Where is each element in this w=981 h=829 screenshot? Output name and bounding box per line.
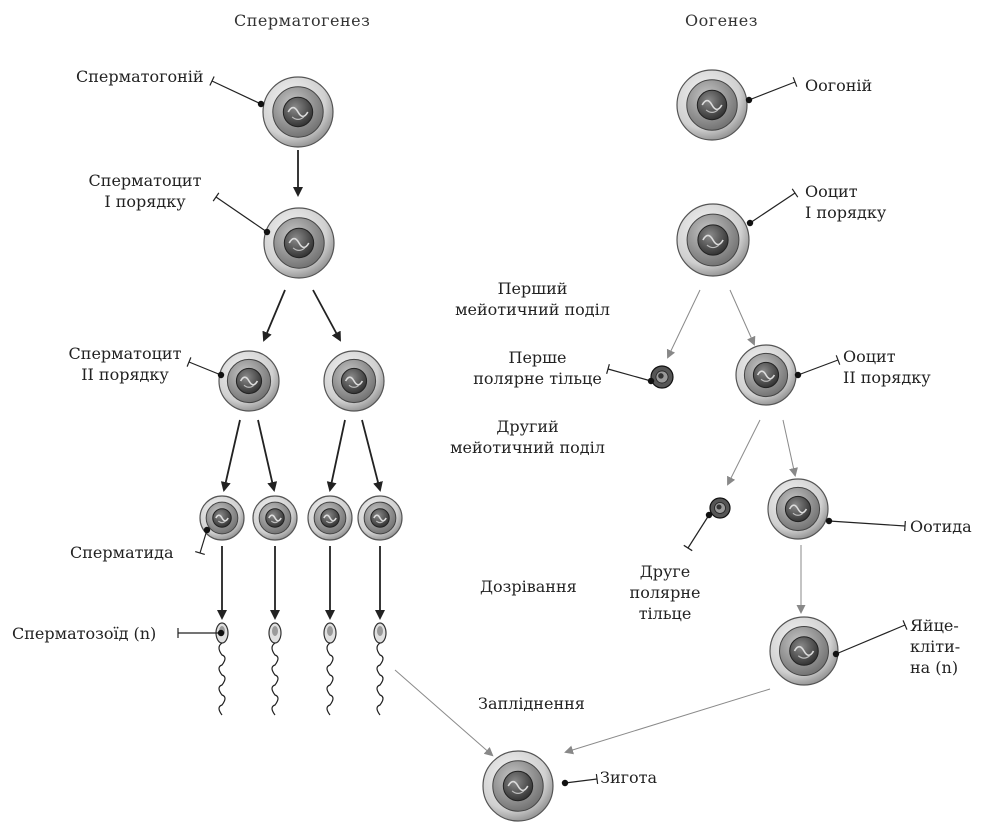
label-spermatid: Сперматида <box>70 542 174 563</box>
header-spermatogenesis: Сперматогенез <box>234 10 370 31</box>
leader-spermatocyte-1 <box>213 193 270 235</box>
label-oocyte-2: Ооцит II порядку <box>843 346 931 388</box>
label-spermatozoon: Сперматозоїд (n) <box>12 623 156 644</box>
oocyte-2-cell <box>736 345 796 405</box>
label-spermatocyte-1: Сперматоцит I порядку <box>70 170 220 212</box>
spermatid-cell-4 <box>358 496 402 540</box>
label-second-polar-body: Друге полярне тільце <box>600 561 730 624</box>
arrow-spermatocyte1-left <box>264 290 285 340</box>
spermatid-cell-2 <box>253 496 297 540</box>
leader-oocyte-2 <box>795 355 840 378</box>
spermatogonium-cell <box>263 77 333 147</box>
spermatid-cell-3 <box>308 496 352 540</box>
leader-first-polar-body <box>607 364 655 384</box>
arrow-oocyte1-to-oocyte2 <box>730 290 754 344</box>
label-ootid: Оотида <box>910 516 972 537</box>
oocyte-1-cell <box>677 204 749 276</box>
second-polar-body <box>710 498 730 518</box>
arrow-spermatocyte1-right <box>313 290 340 340</box>
leader-zygote <box>562 774 598 786</box>
spermatocyte-2-cell-right <box>324 351 384 411</box>
spermatid-cell-1 <box>200 496 244 540</box>
label-spermatogonium: Сперматогоній <box>76 66 204 87</box>
arrow-oocyte2-to-second-polar <box>728 420 760 484</box>
arrow-to-spermatid-2 <box>258 420 274 490</box>
spermatozoon-1 <box>216 623 228 715</box>
arrow-to-spermatid-3 <box>330 420 345 490</box>
ootid-cell <box>768 479 828 539</box>
leader-oocyte-1 <box>747 189 798 226</box>
first-polar-body <box>651 366 673 388</box>
label-maturation: Дозрівання <box>480 576 577 597</box>
arrow-oocyte2-to-ootid <box>783 420 795 475</box>
spermatocyte-1-cell <box>264 208 334 278</box>
label-first-polar-body: Перше полярне тільце <box>470 347 605 389</box>
label-oocyte-1: Ооцит I порядку <box>805 181 886 223</box>
leader-ootid <box>826 518 906 531</box>
label-fertilization: Запліднення <box>478 693 585 714</box>
label-spermatocyte-2: Сперматоцит II порядку <box>50 343 200 385</box>
label-egg-cell: Яйце- клiти- на (n) <box>910 615 960 678</box>
arrow-to-spermatid-4 <box>362 420 380 490</box>
header-oogenesis: Оогенез <box>685 10 758 31</box>
spermatozoon-2 <box>269 623 281 715</box>
leader-oogonium <box>746 77 797 103</box>
leader-egg-cell <box>833 620 907 657</box>
arrow-to-spermatid-1 <box>224 420 240 490</box>
label-zygote: Зигота <box>600 767 657 788</box>
leader-spermatid <box>195 527 210 555</box>
spermatozoon-3 <box>324 623 336 715</box>
leader-second-polar-body <box>684 512 712 551</box>
label-second-meiotic-division: Другий мейотичний поділ <box>440 416 615 458</box>
zygote-cell <box>483 751 553 821</box>
leader-spermatogonium <box>210 76 264 107</box>
arrow-oocyte1-to-first-polar <box>668 290 700 357</box>
egg-cell <box>770 617 838 685</box>
arrow-egg-to-zygote <box>566 689 770 752</box>
label-oogonium: Оогоній <box>805 75 872 96</box>
label-first-meiotic-division: Перший мейотичний поділ <box>445 278 620 320</box>
oogonium-cell <box>677 70 747 140</box>
spermatocyte-2-cell-left <box>219 351 279 411</box>
spermatozoon-4 <box>374 623 386 715</box>
